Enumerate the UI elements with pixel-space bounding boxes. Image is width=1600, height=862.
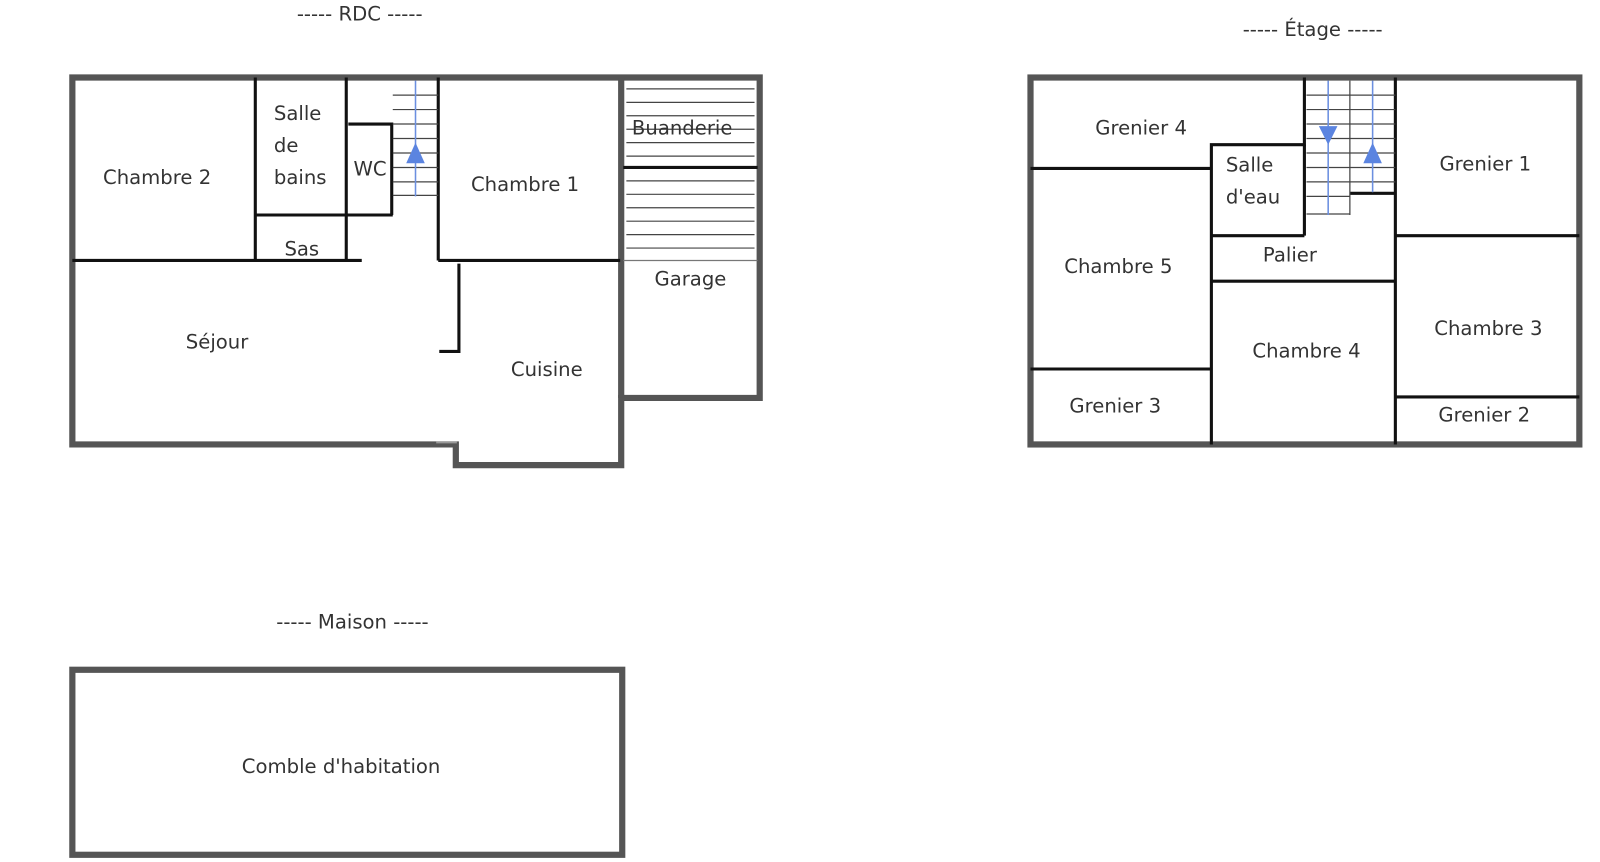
room-grenier-3: Grenier 3 bbox=[1069, 394, 1161, 417]
room-cuisine: Cuisine bbox=[511, 358, 583, 381]
room-chambre-4: Chambre 4 bbox=[1252, 340, 1360, 363]
title-etage: ----- Étage ----- bbox=[1243, 18, 1383, 41]
room-sejour: Séjour bbox=[186, 330, 249, 353]
room-salle-deau-1: Salle bbox=[1226, 154, 1273, 177]
room-comble-habitation: Comble d'habitation bbox=[242, 755, 441, 778]
staircase-down bbox=[1306, 80, 1351, 215]
room-buanderie: Buanderie bbox=[632, 116, 733, 139]
wall bbox=[348, 122, 394, 215]
room-sas: Sas bbox=[284, 237, 319, 260]
room-chambre-5: Chambre 5 bbox=[1064, 255, 1172, 278]
room-chambre-2: Chambre 2 bbox=[103, 166, 211, 189]
plan-maison: Comble d'habitation bbox=[69, 666, 626, 858]
room-palier: Palier bbox=[1263, 244, 1318, 267]
room-salle-de-bains-3: bains bbox=[274, 166, 327, 189]
plan-etage: Grenier 4 Salle d'eau Grenier 1 Palier C… bbox=[1027, 74, 1583, 448]
rdc-outer-wall bbox=[69, 74, 763, 469]
room-wc: WC bbox=[353, 158, 386, 181]
buanderie-hatching bbox=[623, 88, 758, 262]
plan-rdc: Chambre 2 Salle de bains WC Chambre 1 Bu… bbox=[69, 74, 763, 469]
room-grenier-2: Grenier 2 bbox=[1438, 404, 1530, 427]
staircase bbox=[392, 80, 439, 197]
room-salle-de-bains-2: de bbox=[274, 134, 299, 157]
room-chambre-1: Chambre 1 bbox=[471, 173, 579, 196]
room-grenier-4: Grenier 4 bbox=[1095, 116, 1187, 139]
maison-outer-wall bbox=[69, 666, 626, 858]
title-rdc: ----- RDC ----- bbox=[297, 3, 423, 26]
staircase-up bbox=[1349, 80, 1396, 193]
title-maison: ----- Maison ----- bbox=[276, 610, 428, 633]
room-garage: Garage bbox=[655, 267, 727, 290]
stair-up-arrow-icon bbox=[1363, 142, 1382, 164]
wall bbox=[439, 263, 461, 353]
room-salle-deau-2: d'eau bbox=[1226, 186, 1280, 209]
wall bbox=[1209, 77, 1306, 445]
stair-up-arrow-icon bbox=[406, 142, 425, 164]
room-chambre-3: Chambre 3 bbox=[1434, 317, 1542, 340]
room-grenier-1: Grenier 1 bbox=[1439, 153, 1531, 176]
room-salle-de-bains-1: Salle bbox=[274, 102, 321, 125]
stair-down-arrow-icon bbox=[1318, 126, 1338, 145]
